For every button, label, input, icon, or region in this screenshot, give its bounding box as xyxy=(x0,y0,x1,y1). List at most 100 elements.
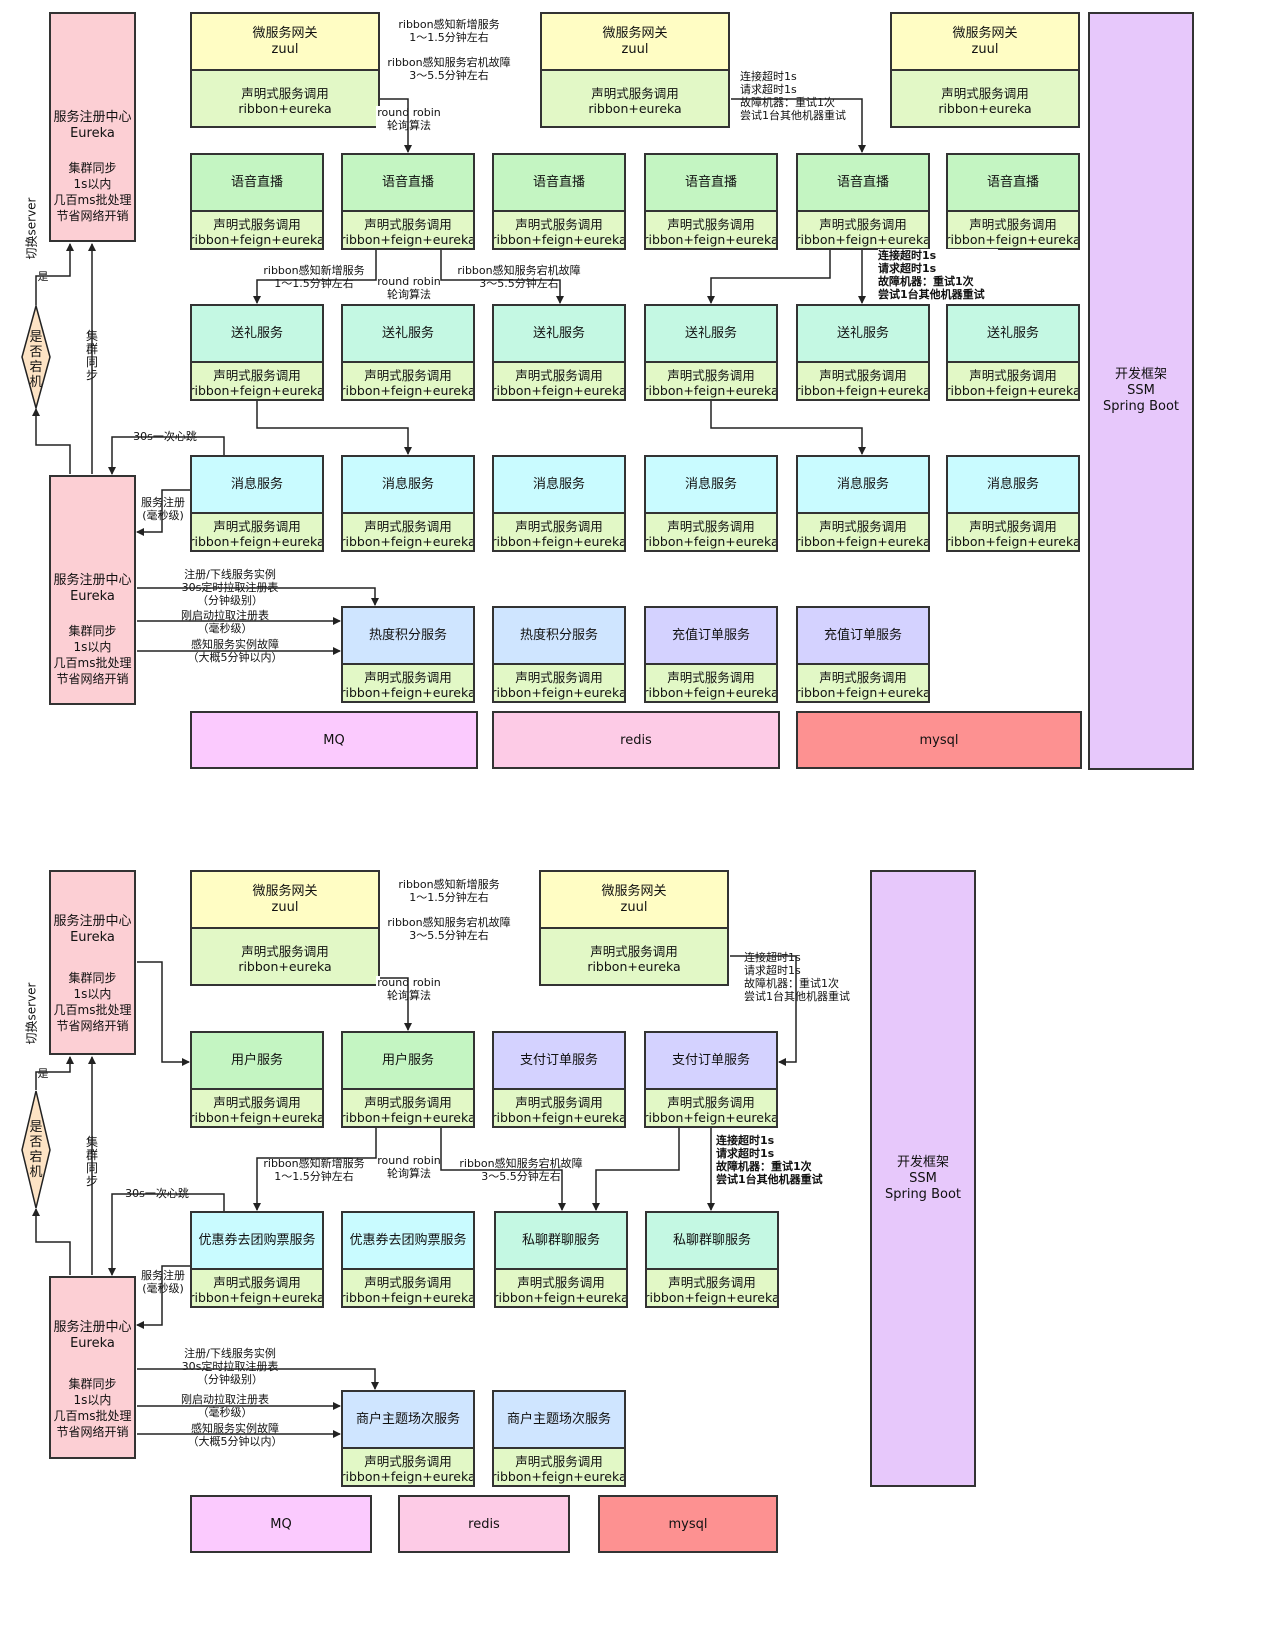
service-box: 语音直播 声明式服务调用 ribbon+feign+eureka xyxy=(492,153,626,250)
gateway-call-arrow xyxy=(380,98,412,153)
service-call: 声明式服务调用 ribbon+feign+eureka xyxy=(646,363,776,399)
service-name: 语音直播 xyxy=(343,155,473,212)
service-box: 商户主题场次服务 声明式服务调用 ribbon+feign+eureka xyxy=(341,1390,475,1487)
ribbon-new-label: ribbon感知新增服务 1～1.5分钟左右 xyxy=(390,878,508,904)
service-call: 声明式服务调用 ribbon+feign+eureka xyxy=(496,1270,626,1306)
service-box: 私聊群聊服务 声明式服务调用 ribbon+feign+eureka xyxy=(645,1211,779,1308)
startup-pull-label: 刚启动拉取注册表 （毫秒级） xyxy=(172,609,278,635)
service-box: 热度积分服务 声明式服务调用 ribbon+feign+eureka xyxy=(492,606,626,703)
service-name: 语音直播 xyxy=(798,155,928,212)
service-name: 支付订单服务 xyxy=(494,1033,624,1090)
service-call: 声明式服务调用 ribbon+feign+eureka xyxy=(494,1449,624,1485)
service-call: 声明式服务调用 ribbon+feign+eureka xyxy=(192,1270,322,1306)
service-box: 充值订单服务 声明式服务调用 ribbon+feign+eureka xyxy=(796,606,930,703)
service-name: 消息服务 xyxy=(646,457,776,514)
gateway-box: 微服务网关 zuul 声明式服务调用 ribbon+eureka xyxy=(190,870,380,986)
service-box: 送礼服务 声明式服务调用 ribbon+feign+eureka xyxy=(190,304,324,401)
eureka-title: 服务注册中心 Eureka xyxy=(53,1320,132,1351)
service-box: 消息服务 声明式服务调用 ribbon+feign+eureka xyxy=(796,455,930,552)
gateway-title: 微服务网关 zuul xyxy=(192,14,378,71)
registry-arrow xyxy=(137,961,190,1066)
heartbeat-arrow xyxy=(108,1193,225,1276)
service-call: 声明式服务调用 ribbon+feign+eureka xyxy=(798,212,928,248)
diamond-label: 是否宕机 xyxy=(29,330,43,390)
service-call: 声明式服务调用 ribbon+feign+eureka xyxy=(646,212,776,248)
service-call: 声明式服务调用 ribbon+feign+eureka xyxy=(494,363,624,399)
service-call-arrow xyxy=(440,250,564,304)
service-name: 热度积分服务 xyxy=(494,608,624,665)
timeout-label: 连接超时1s 请求超时1s 故障机器：重试1次 尝试1台其他机器重试 xyxy=(878,249,998,301)
service-name: 语音直播 xyxy=(646,155,776,212)
service-call-arrow xyxy=(707,250,831,304)
service-call: 声明式服务调用 ribbon+feign+eureka xyxy=(343,1270,473,1306)
mq-box: MQ xyxy=(190,711,478,769)
service-call: 声明式服务调用 ribbon+feign+eureka xyxy=(343,665,473,701)
ribbon-new-label: ribbon感知新增服务 1～1.5分钟左右 xyxy=(390,18,508,44)
eureka-title: 服务注册中心 Eureka xyxy=(53,914,132,945)
ribbon-down-label: ribbon感知服务宕机故障 3～5.5分钟左右 xyxy=(382,916,516,942)
service-call: 声明式服务调用 ribbon+feign+eureka xyxy=(343,514,473,550)
eureka-registry: 服务注册中心 Eureka 集群同步 1s以内 几百ms批处理 节省网络开销 xyxy=(49,870,136,1055)
service-name: 送礼服务 xyxy=(494,306,624,363)
service-box: 充值订单服务 声明式服务调用 ribbon+feign+eureka xyxy=(644,606,778,703)
service-box: 优惠券去团购票服务 声明式服务调用 ribbon+feign+eureka xyxy=(190,1211,324,1308)
gateway-sub: 声明式服务调用 ribbon+eureka xyxy=(192,929,378,984)
register-arrow xyxy=(136,489,190,536)
eureka-title: 服务注册中心 Eureka xyxy=(53,573,132,604)
gateway-sub: 声明式服务调用 ribbon+eureka xyxy=(541,929,727,984)
service-call-arrow xyxy=(710,401,866,455)
service-box: 送礼服务 声明式服务调用 ribbon+feign+eureka xyxy=(492,304,626,401)
service-box: 送礼服务 声明式服务调用 ribbon+feign+eureka xyxy=(644,304,778,401)
diamond-label: 是否宕机 xyxy=(29,1120,43,1180)
registry-arrow xyxy=(137,587,379,606)
service-name: 消息服务 xyxy=(343,457,473,514)
service-box: 消息服务 声明式服务调用 ribbon+feign+eureka xyxy=(644,455,778,552)
service-box: 支付订单服务 声明式服务调用 ribbon+feign+eureka xyxy=(644,1031,778,1128)
service-name: 送礼服务 xyxy=(192,306,322,363)
eureka-desc: 集群同步 1s以内 几百ms批处理 节省网络开销 xyxy=(53,1377,132,1439)
service-box: 优惠券去团购票服务 声明式服务调用 ribbon+feign+eureka xyxy=(341,1211,475,1308)
service-call: 声明式服务调用 ribbon+feign+eureka xyxy=(798,514,928,550)
registry-arrow xyxy=(137,1368,379,1390)
service-name: 私聊群聊服务 xyxy=(647,1213,777,1270)
eureka-registry: 服务注册中心 Eureka 集群同步 1s以内 几百ms批处理 节省网络开销 xyxy=(49,475,136,705)
service-box: 消息服务 声明式服务调用 ribbon+feign+eureka xyxy=(946,455,1080,552)
service-call: 声明式服务调用 ribbon+feign+eureka xyxy=(494,1090,624,1126)
service-box: 用户服务 声明式服务调用 ribbon+feign+eureka xyxy=(190,1031,324,1128)
service-call-arrow xyxy=(592,1128,680,1211)
eureka-desc: 集群同步 1s以内 几百ms批处理 节省网络开销 xyxy=(53,971,132,1033)
service-box: 语音直播 声明式服务调用 ribbon+feign+eureka xyxy=(190,153,324,250)
service-name: 热度积分服务 xyxy=(343,608,473,665)
gateway-sub: 声明式服务调用 ribbon+eureka xyxy=(192,71,378,126)
eureka-desc: 集群同步 1s以内 几百ms批处理 节省网络开销 xyxy=(53,161,132,223)
service-box: 支付订单服务 声明式服务调用 ribbon+feign+eureka xyxy=(492,1031,626,1128)
service-name: 商户主题场次服务 xyxy=(343,1392,473,1449)
service-box: 语音直播 声明式服务调用 ribbon+feign+eureka xyxy=(341,153,475,250)
gateway-call-arrow xyxy=(380,977,412,1031)
service-box: 送礼服务 声明式服务调用 ribbon+feign+eureka xyxy=(341,304,475,401)
service-call: 声明式服务调用 ribbon+feign+eureka xyxy=(948,363,1078,399)
eureka-registry: 服务注册中心 Eureka 集群同步 1s以内 几百ms批处理 节省网络开销 xyxy=(49,12,136,242)
service-name: 消息服务 xyxy=(192,457,322,514)
round-robin-label: round robin 轮询算法 xyxy=(377,275,441,301)
round-robin-label: round robin 轮询算法 xyxy=(377,1154,441,1180)
service-name: 送礼服务 xyxy=(646,306,776,363)
service-box: 用户服务 声明式服务调用 ribbon+feign+eureka xyxy=(341,1031,475,1128)
service-box: 商户主题场次服务 声明式服务调用 ribbon+feign+eureka xyxy=(492,1390,626,1487)
gateway-sub: 声明式服务调用 ribbon+eureka xyxy=(892,71,1078,126)
service-name: 语音直播 xyxy=(494,155,624,212)
gateway-title: 微服务网关 zuul xyxy=(892,14,1078,71)
reg-offline-label: 注册/下线服务实例 30s定时拉取注册表 （分钟级别） xyxy=(170,1347,290,1386)
switch-server-label: 切换server xyxy=(24,982,39,1045)
gateway-box: 微服务网关 zuul 声明式服务调用 ribbon+eureka xyxy=(890,12,1080,128)
service-box: 送礼服务 声明式服务调用 ribbon+feign+eureka xyxy=(946,304,1080,401)
register-label: 服务注册 (毫秒级) xyxy=(138,496,188,522)
failure-check-diamond xyxy=(21,1090,51,1209)
timeout-label: 连接超时1s 请求超时1s 故障机器：重试1次 尝试1台其他机器重试 xyxy=(744,951,864,1003)
service-call-arrow xyxy=(440,1128,566,1211)
gateway-title: 微服务网关 zuul xyxy=(541,872,727,929)
service-name: 充值订单服务 xyxy=(798,608,928,665)
service-call: 声明式服务调用 ribbon+feign+eureka xyxy=(343,1449,473,1485)
service-name: 送礼服务 xyxy=(798,306,928,363)
